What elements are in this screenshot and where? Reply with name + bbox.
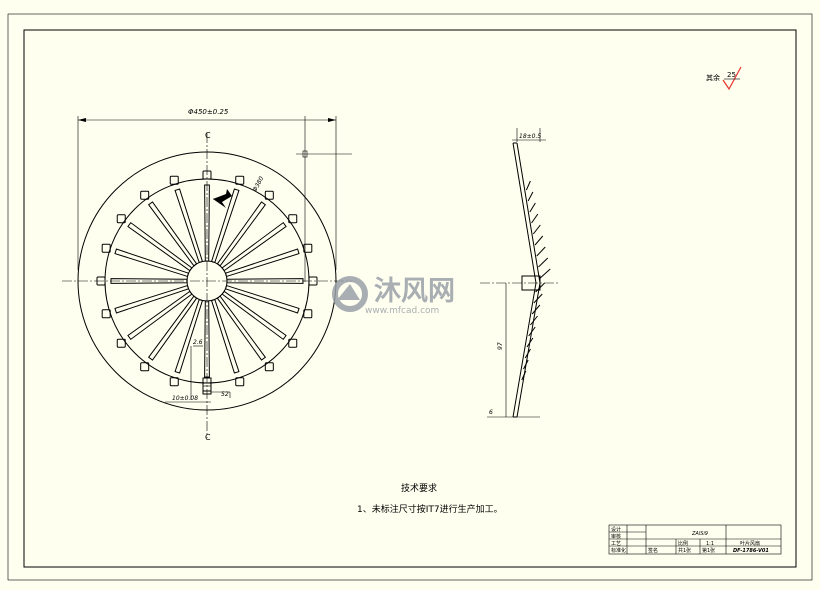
material: ZAlSi9: [691, 531, 708, 537]
fan-blade: [114, 248, 190, 278]
blade-tab: [116, 338, 126, 348]
side-blade-section: [538, 257, 549, 268]
fan-blade: [174, 188, 204, 264]
side-blade-section: [533, 293, 543, 304]
side-hub: [521, 275, 541, 291]
side-length-dim: 97: [497, 342, 504, 350]
fan-blade: [221, 290, 287, 341]
blade-tab: [140, 362, 150, 372]
bottom-tolerance: 10±0.08: [172, 395, 198, 402]
sheet-no: 第1张: [702, 547, 715, 554]
fan-blade: [210, 188, 240, 264]
title-block: 设计 审核 工艺 标准化 签名 ZAlSi9 比例 1:1 共1张 第1张 叶片…: [608, 524, 782, 555]
technical-title: 技术要求: [401, 482, 437, 494]
section-mark-bottom: C: [205, 433, 211, 442]
fan-blade: [221, 221, 287, 272]
blade-tab: [235, 175, 245, 185]
blade-tab: [101, 309, 111, 319]
part-name: 叶片风扇: [740, 540, 760, 547]
ratio-label: 比例: [678, 540, 688, 547]
watermark-logo-icon: [337, 284, 360, 300]
fan-blade: [127, 290, 193, 341]
blade-tab: [202, 170, 212, 180]
slot-width-dim: 6: [489, 409, 493, 416]
fan-blade: [204, 184, 210, 262]
blade-tab: [96, 276, 106, 286]
right-tolerance: 52: [221, 391, 229, 398]
watermark-url: www.mfcad.com: [365, 306, 439, 316]
leader-arrow-icon: [213, 189, 232, 208]
fan-blade: [174, 298, 204, 374]
drawing-frame: [23, 29, 797, 568]
blade-tab: [288, 214, 298, 224]
ratio-value: 1:1: [706, 541, 714, 547]
side-blade-section: [539, 268, 551, 279]
section-mark-top: C: [205, 131, 211, 140]
fan-blade: [226, 278, 304, 284]
blade-tab: [308, 276, 318, 286]
title-row-process: 工艺: [611, 541, 621, 547]
sign-label: 签名: [648, 547, 658, 554]
side-blade-section: [525, 180, 531, 191]
blade-tab: [264, 362, 274, 372]
front-view: Φ450±0.25 Φ380 2.6 10±0.08 52 C C: [62, 108, 352, 442]
blade-tab: [169, 377, 179, 387]
side-blade-section: [527, 191, 534, 202]
roughness-check-icon: [722, 66, 742, 91]
side-view: 18±0.5 97 6: [480, 128, 560, 418]
fan-blade: [114, 284, 190, 314]
ring-diameter-dim: Φ380: [252, 175, 266, 193]
roughness-value: 25: [727, 71, 736, 79]
side-blade-section: [532, 224, 541, 235]
blade-tab: [169, 175, 179, 185]
fan-blade: [127, 221, 193, 272]
side-blade-section: [521, 370, 527, 381]
side-blade-section: [526, 337, 534, 348]
roughness-symbol: 其余 25: [706, 66, 742, 91]
blade-group: [96, 170, 318, 392]
side-blade-section: [529, 202, 536, 213]
blade-tab: [101, 243, 111, 253]
fan-blade: [210, 298, 240, 374]
fan-blade: [110, 278, 188, 284]
outer-border: [7, 13, 813, 581]
blade-tab: [303, 243, 313, 253]
fan-blade: [224, 284, 300, 314]
roughness-label: 其余: [706, 73, 720, 82]
blade-tab: [288, 338, 298, 348]
blade-tab: [303, 309, 313, 319]
blade-tab: [140, 190, 150, 200]
watermark: 沐风网 www.mfcad.com: [332, 276, 455, 316]
side-blade-section: [524, 348, 531, 359]
title-row-standard: 标准化: [611, 547, 626, 554]
side-blade-section: [531, 304, 541, 315]
blade-tab: [235, 377, 245, 387]
blade-tab: [264, 190, 274, 200]
watermark-brand: 沐风网: [374, 276, 455, 307]
blade-tab: [116, 214, 126, 224]
drawing-number: DF-1786-V01: [733, 548, 769, 554]
side-blade-section: [528, 326, 536, 337]
fan-blade: [216, 295, 267, 361]
side-blade-section: [530, 315, 538, 326]
side-blade-section: [523, 359, 529, 370]
fan-blade: [216, 201, 267, 267]
title-row-review: 审核: [611, 533, 621, 540]
fan-blade: [147, 295, 198, 361]
side-blade-group: [521, 180, 551, 381]
technical-note: 1、未标注尺寸按IT7进行生产加工。: [357, 503, 503, 515]
side-blade-section: [534, 235, 544, 246]
fan-blade: [204, 300, 210, 378]
sheet-label: 共1张: [678, 547, 691, 554]
fan-blade: [224, 248, 300, 278]
small-dim: 2.6: [193, 339, 203, 346]
outer-diameter-dim: Φ450±0.25: [188, 108, 229, 116]
title-row-design: 设计: [611, 526, 621, 533]
outer-rim: [77, 151, 337, 411]
fan-blade: [147, 201, 198, 267]
thickness-dim: 18±0.5: [519, 133, 541, 140]
side-blade-section: [531, 213, 539, 224]
side-blade-section: [536, 246, 546, 257]
